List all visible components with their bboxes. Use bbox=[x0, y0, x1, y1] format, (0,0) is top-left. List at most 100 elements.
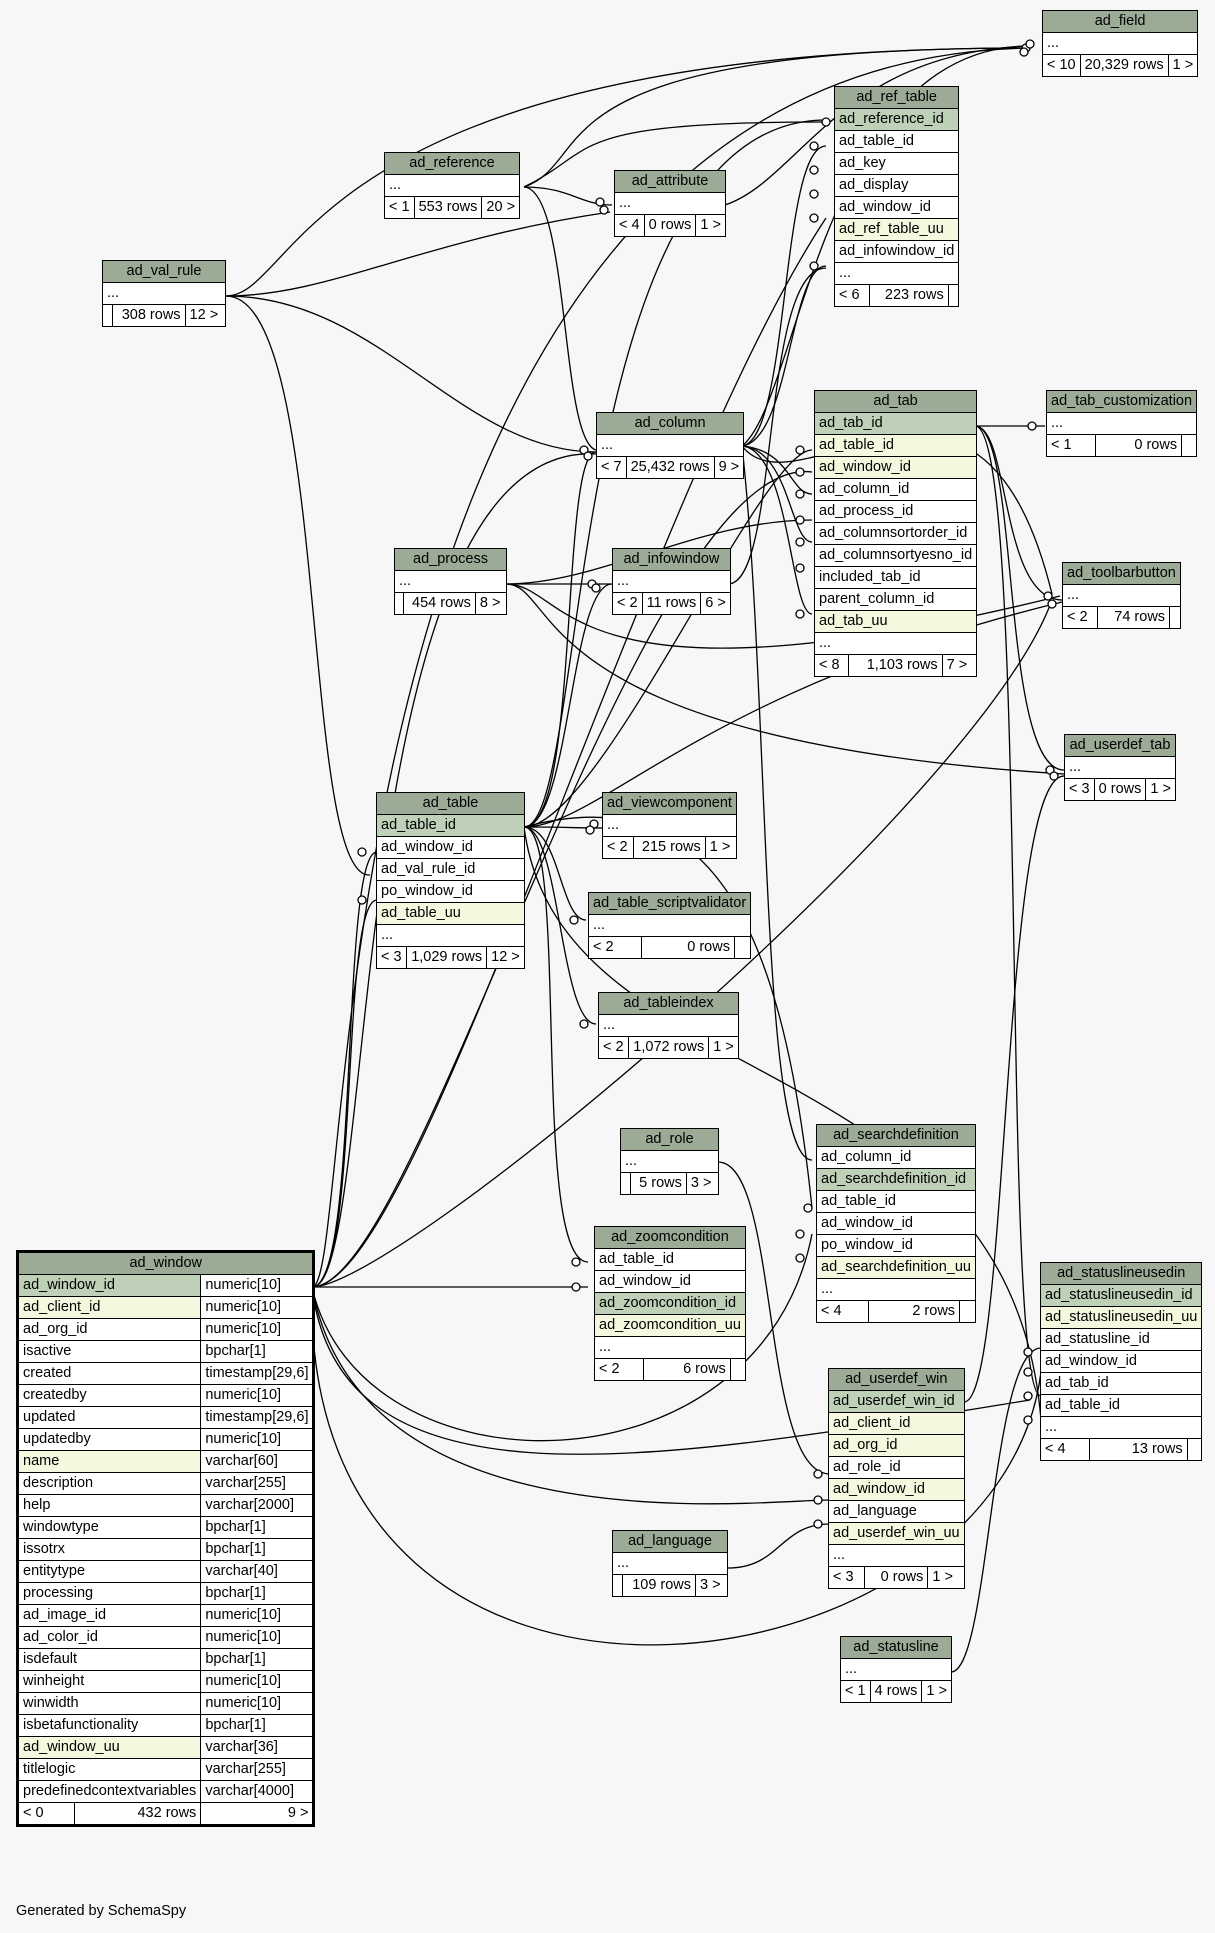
column-name: ad_window_id bbox=[16, 1274, 202, 1297]
row-count: 553 rows bbox=[413, 196, 483, 219]
row-count: 0 rows bbox=[641, 936, 735, 959]
table-title: ad_table bbox=[376, 792, 525, 815]
table-title: ad_statuslineusedin bbox=[1039, 1262, 1203, 1285]
parents-count: < 2 bbox=[587, 936, 643, 959]
children-count: 1 > bbox=[1167, 54, 1199, 77]
column-row: ad_ref_table_uu bbox=[833, 218, 960, 241]
parents-count: < 2 bbox=[601, 836, 635, 859]
column-name: ad_client_id bbox=[16, 1296, 202, 1319]
row-count: 2 rows bbox=[868, 1300, 961, 1323]
children-count bbox=[959, 1300, 976, 1323]
column-row: ... bbox=[614, 192, 726, 215]
table-title: ad_infowindow bbox=[612, 548, 731, 571]
table-ad-tab[interactable]: ad_tab ad_tab_id ad_table_id ad_window_i… bbox=[813, 390, 978, 677]
column-name: created bbox=[16, 1362, 202, 1385]
column-row: ad_column_id bbox=[816, 1146, 976, 1169]
parents-count: < 3 bbox=[376, 946, 407, 969]
parents-count bbox=[393, 592, 405, 615]
column-row: ad_reference_id bbox=[833, 108, 960, 131]
row-count: 0 rows bbox=[864, 1566, 929, 1589]
column-name: winwidth bbox=[16, 1692, 202, 1715]
children-count bbox=[1169, 606, 1181, 629]
table-ad-userdef-win[interactable]: ad_userdef_win ad_userdef_win_id ad_clie… bbox=[827, 1368, 965, 1589]
parents-count: < 6 bbox=[834, 284, 870, 307]
table-ad-statuslineusedin[interactable]: ad_statuslineusedin ad_statuslineusedin_… bbox=[1039, 1262, 1203, 1461]
column-row: ad_zoomcondition_uu bbox=[594, 1314, 746, 1337]
children-count: 8 > bbox=[474, 592, 508, 615]
children-count bbox=[1186, 1438, 1203, 1461]
table-ad-searchdefinition[interactable]: ad_searchdefinition ad_column_id ad_sear… bbox=[815, 1124, 976, 1323]
table-title: ad_zoomcondition bbox=[594, 1226, 746, 1249]
column-name: help bbox=[16, 1494, 202, 1517]
column-row: ad_zoomcondition_id bbox=[594, 1292, 746, 1315]
column-row: ad_window_id bbox=[833, 196, 960, 219]
row-count: 74 rows bbox=[1097, 606, 1171, 629]
column-row: ad_key bbox=[833, 152, 960, 175]
column-row: ad_tab_id bbox=[1039, 1372, 1203, 1395]
column-type: varchar[255] bbox=[200, 1472, 315, 1495]
table-title: ad_tab_customization bbox=[1045, 390, 1198, 413]
column-name: ad_image_id bbox=[16, 1604, 202, 1627]
table-ad-ref-table[interactable]: ad_ref_table ad_reference_id ad_table_id… bbox=[833, 86, 960, 307]
column-row: ad_tab_uu bbox=[813, 610, 978, 633]
column-row: ... bbox=[612, 570, 731, 593]
column-type: numeric[10] bbox=[200, 1670, 315, 1693]
column-name: windowtype bbox=[16, 1516, 202, 1539]
column-row: ... bbox=[376, 924, 525, 947]
column-name: ad_org_id bbox=[16, 1318, 202, 1341]
column-row: ad_table_uu bbox=[376, 902, 525, 925]
column-row: ad_org_id bbox=[828, 1434, 965, 1457]
column-name: updatedby bbox=[16, 1428, 202, 1451]
column-row: ... bbox=[828, 1544, 965, 1567]
column-row: ad_column_id bbox=[813, 478, 978, 501]
column-row: ... bbox=[602, 814, 737, 837]
column-name: titlelogic bbox=[16, 1758, 202, 1781]
parents-count bbox=[612, 1574, 623, 1597]
generator-credit: Generated by SchemaSpy bbox=[16, 1903, 187, 1919]
column-row: ... bbox=[620, 1150, 719, 1173]
column-row: ... bbox=[833, 262, 960, 285]
column-type: numeric[10] bbox=[200, 1604, 315, 1627]
column-type: numeric[10] bbox=[200, 1692, 315, 1715]
column-name: entitytype bbox=[16, 1560, 202, 1583]
children-count: 3 > bbox=[695, 1574, 728, 1597]
column-row: ad_statusline_id bbox=[1039, 1328, 1203, 1351]
parents-count: < 4 bbox=[1040, 1438, 1090, 1461]
column-name: predefinedcontextvariables bbox=[16, 1780, 202, 1803]
parents-count: < 10 bbox=[1042, 54, 1081, 77]
column-name: createdby bbox=[16, 1384, 202, 1407]
table-title: ad_searchdefinition bbox=[816, 1124, 976, 1147]
column-row: ... bbox=[612, 1552, 728, 1575]
table-title: ad_table_scriptvalidator bbox=[587, 892, 752, 915]
column-row: po_window_id bbox=[816, 1234, 976, 1257]
children-count bbox=[1181, 434, 1198, 457]
column-row: ad_client_id bbox=[828, 1412, 965, 1435]
table-title: ad_statusline bbox=[840, 1636, 952, 1659]
column-row: ad_columnsortorder_id bbox=[813, 522, 978, 545]
table-ad-table[interactable]: ad_table ad_table_id ad_window_id ad_val… bbox=[376, 792, 525, 969]
table-ad-zoomcondition[interactable]: ad_zoomcondition ad_table_id ad_window_i… bbox=[593, 1226, 746, 1381]
column-row: ad_columnsortyesno_id bbox=[813, 544, 978, 567]
table-title: ad_tableindex bbox=[598, 992, 739, 1015]
column-row: ad_table_id bbox=[594, 1248, 746, 1271]
column-name: issotrx bbox=[16, 1538, 202, 1561]
row-count: 1,072 rows bbox=[627, 1036, 710, 1059]
